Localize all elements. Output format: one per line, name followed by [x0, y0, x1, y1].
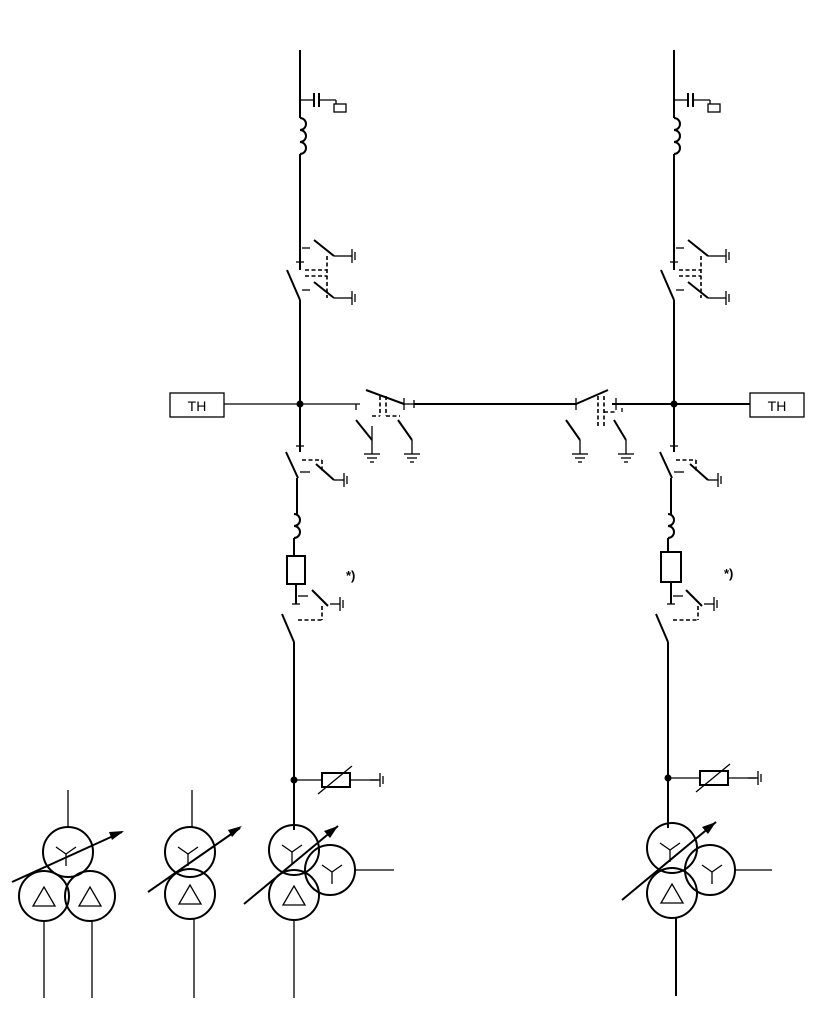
three-winding-transformer-two-delta: [11, 790, 124, 998]
left-line-bay: [286, 50, 356, 404]
line-disconnector-left: [286, 238, 356, 404]
three-winding-transformer-left: [243, 824, 394, 998]
earth-switch-right-lower: [673, 589, 718, 621]
footnote-mark-left: *): [346, 568, 355, 583]
coupling-capacitor-left: [300, 93, 347, 113]
transformer-disconnector-left: [285, 451, 348, 488]
two-winding-transformer: [147, 790, 242, 998]
line-disconnector-right: [660, 238, 730, 404]
current-limiting-reactor-right: [667, 513, 675, 539]
left-transformer-bay: *): [243, 404, 394, 998]
coupling-capacitor-right: [674, 93, 721, 113]
surge-arrester-right: [668, 763, 762, 793]
surge-arrester-left: [294, 765, 384, 795]
vt-label-left: TH: [188, 398, 207, 414]
vt-box-left: [169, 392, 225, 418]
bus-bridge: TH TH: [169, 389, 805, 463]
three-winding-transformer-right: [621, 821, 772, 996]
bridge-disconnector-right: [565, 389, 635, 463]
fuse-right: [660, 551, 682, 583]
earth-switch-left-lower: [298, 589, 344, 621]
vt-box-right: [749, 392, 805, 418]
current-limiting-reactor-left: [293, 513, 301, 539]
fuse-left: [286, 555, 306, 585]
line-trap-left: [299, 117, 307, 155]
right-transformer-bay: *): [621, 404, 772, 996]
footnote-mark-right: *): [724, 566, 733, 581]
line-trap-right: [673, 117, 681, 155]
bridge-disconnector-left: [355, 389, 421, 463]
right-line-bay: [660, 50, 730, 404]
transformer-disconnector-right: [659, 451, 722, 488]
vt-label-right: TH: [768, 398, 787, 414]
